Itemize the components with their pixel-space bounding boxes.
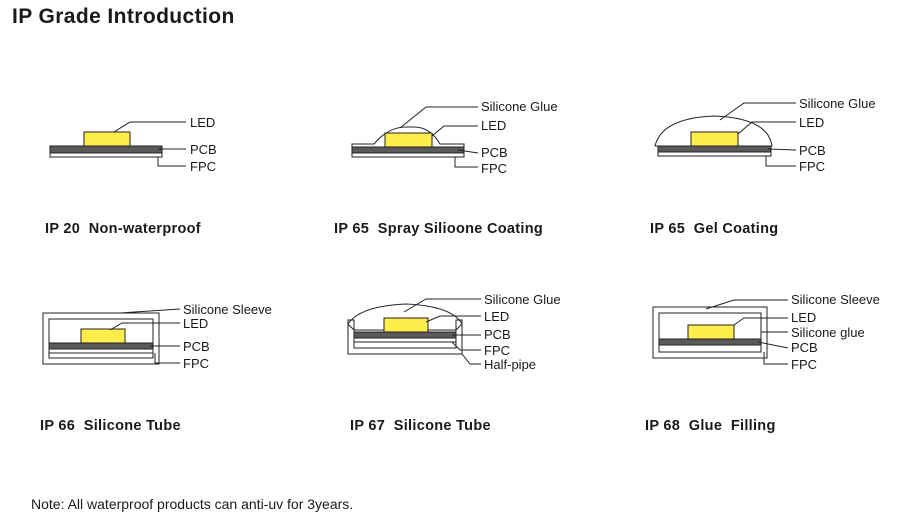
panel-ip66: Silicone Sleeve LED PCB FPC IP 66 Silico… — [40, 302, 272, 434]
caption-ip65-gel: IP 65 Gel Coating — [650, 221, 778, 237]
label-fpc: FPC — [481, 161, 507, 176]
label-led: LED — [484, 309, 509, 324]
fpc-layer — [48, 348, 154, 354]
fpc-layer — [658, 344, 762, 353]
label-silicone-sleeve: Silicone Sleeve — [183, 302, 272, 317]
led-chip — [687, 324, 735, 340]
caption-ip68: IP 68 Glue Filling — [645, 418, 776, 434]
label-half-pipe: Half-pipe — [484, 357, 536, 372]
caption-ip67: IP 67 Silicone Tube — [350, 418, 491, 434]
sleeve-inner — [48, 318, 154, 359]
label-led: LED — [791, 310, 816, 325]
label-pcb: PCB — [484, 327, 511, 342]
label-pcb: PCB — [799, 143, 826, 158]
label-led: LED — [799, 115, 824, 130]
label-led: LED — [190, 115, 215, 130]
footer-note: Note: All waterproof products can anti-u… — [31, 496, 354, 512]
label-led: LED — [183, 316, 208, 331]
fpc-layer — [657, 151, 772, 157]
panel-ip68: Silicone Sleeve LED Silicone glue PCB FP… — [645, 292, 880, 434]
label-fpc: FPC — [190, 159, 216, 174]
label-pcb: PCB — [183, 339, 210, 354]
fpc-layer — [351, 152, 465, 158]
silicone-glue-dome — [347, 303, 463, 331]
page-title: IP Grade Introduction — [12, 5, 235, 28]
label-pcb: PCB — [791, 340, 818, 355]
label-fpc: FPC — [183, 356, 209, 371]
pcb-layer — [657, 145, 772, 153]
silicone-sleeve — [42, 312, 160, 365]
gel-dome — [654, 115, 773, 147]
label-fpc: FPC — [791, 357, 817, 372]
pcb-layer — [658, 338, 762, 346]
label-silicone-glue: Silicone Glue — [484, 292, 561, 307]
panel-ip20: LED PCB FPC IP 20 Non-waterproof — [45, 115, 217, 237]
fpc-layer — [353, 337, 457, 343]
fpc-layer — [49, 152, 163, 158]
caption-ip65-spray: IP 65 Spray Silioone Coating — [334, 221, 543, 237]
led-chip — [83, 131, 131, 147]
panel-ip67: Silicone Glue LED PCB FPC Half-pipe IP 6… — [347, 292, 561, 434]
label-silicone-sleeve: Silicone Sleeve — [791, 292, 880, 307]
led-chip — [383, 317, 429, 333]
silicone-coating — [351, 126, 465, 148]
pcb-layer — [49, 145, 163, 154]
led-chip — [690, 131, 739, 147]
label-silicone-glue: Silicone Glue — [799, 96, 876, 111]
panel-ip65-gel: Silicone Glue LED PCB FPC IP 65 Gel Coat… — [650, 96, 876, 237]
label-silicone-glue: Silicone Glue — [481, 99, 558, 114]
label-pcb: PCB — [481, 145, 508, 160]
pcb-layer — [351, 146, 465, 154]
led-chip — [384, 132, 433, 148]
label-pcb: PCB — [190, 142, 217, 157]
pcb-layer — [48, 342, 154, 350]
panel-ip65-spray: Silicone Glue LED PCB FPC IP 65 Spray Si… — [334, 99, 558, 237]
label-silicone-glue: Silicone glue — [791, 325, 865, 340]
led-chip — [80, 328, 126, 344]
label-fpc: FPC — [484, 343, 510, 358]
caption-ip20: IP 20 Non-waterproof — [45, 221, 201, 237]
label-led: LED — [481, 118, 506, 133]
pcb-layer — [353, 331, 457, 339]
caption-ip66: IP 66 Silicone Tube — [40, 418, 181, 434]
label-fpc: FPC — [799, 159, 825, 174]
